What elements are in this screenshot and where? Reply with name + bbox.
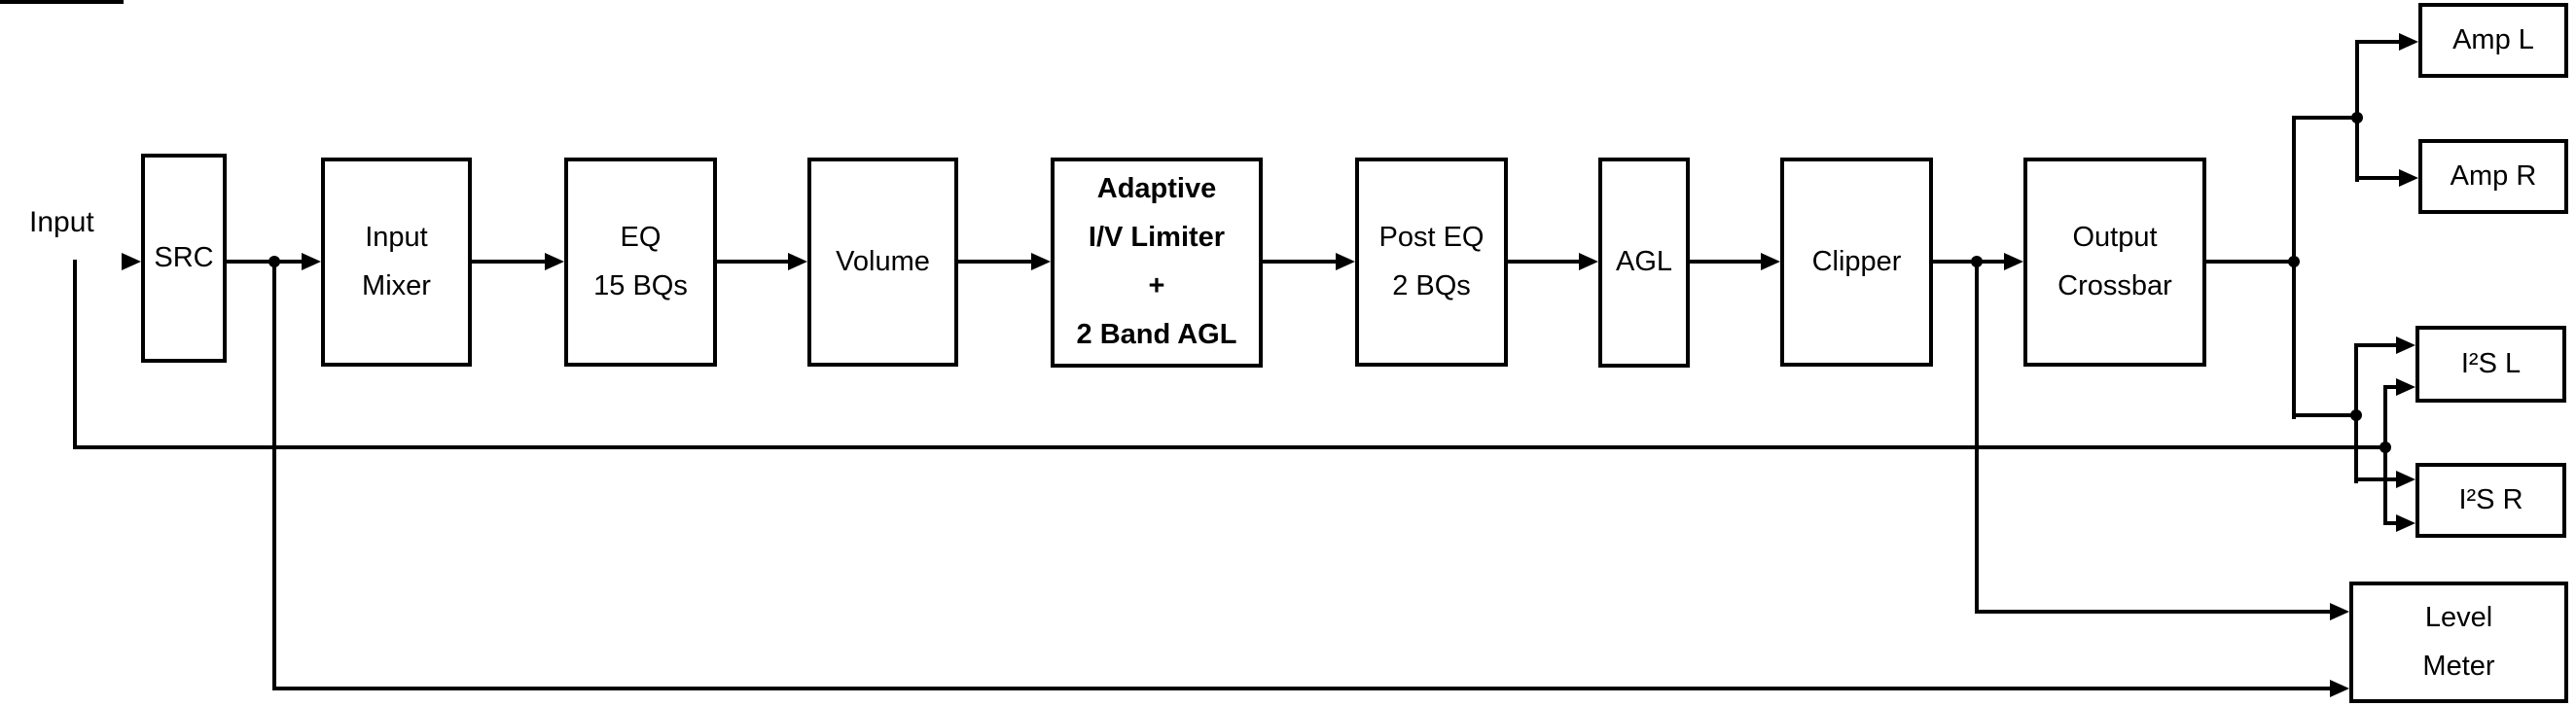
arrowhead-into-eq bbox=[545, 253, 564, 270]
node-i2s-l-label: I²S L bbox=[2460, 347, 2522, 379]
node-input-mixer: Input Mixer bbox=[321, 158, 472, 367]
node-eq-15bqs: EQ 15 BQs bbox=[564, 158, 717, 367]
connector-posteq-to-agl bbox=[1508, 260, 1581, 264]
connector-i2s-split bbox=[2354, 343, 2358, 483]
node-clipper: Clipper bbox=[1780, 158, 1933, 367]
node-clipper-label: Clipper bbox=[1811, 245, 1902, 277]
node-adaptive-limiter: Adaptive I/V Limiter + 2 Band AGL bbox=[1051, 158, 1263, 368]
node-amp-r: Amp R bbox=[2418, 139, 2568, 214]
connector-volume-to-limiter bbox=[958, 260, 1033, 264]
node-adaptive-limiter-label: Adaptive I/V Limiter + 2 Band AGL bbox=[1076, 173, 1237, 350]
connector-amp-split bbox=[2355, 40, 2359, 182]
arrowhead-src-into-meter bbox=[2330, 680, 2349, 697]
connector-clipper-meter-drop bbox=[1975, 260, 1979, 614]
node-i2s-r-label: I²S R bbox=[2458, 483, 2523, 515]
arrowhead-into-i2s-r bbox=[2396, 471, 2415, 488]
arrowhead-into-amp-r bbox=[2399, 169, 2418, 187]
arrowhead-into-crossbar bbox=[2004, 253, 2023, 270]
arrowhead-into-agl bbox=[1579, 253, 1598, 270]
connector-clipper-meter-run bbox=[1975, 610, 2332, 614]
node-output-crossbar: Output Crossbar bbox=[2023, 158, 2206, 367]
arrowhead-into-limiter bbox=[1031, 253, 1051, 270]
node-volume-label: Volume bbox=[836, 245, 930, 277]
node-amp-r-label: Amp R bbox=[2450, 159, 2537, 192]
connector-src-to-mixer bbox=[227, 260, 304, 264]
connector-eq-to-volume bbox=[717, 260, 790, 264]
connector-limiter-to-posteq bbox=[1263, 260, 1338, 264]
node-src: SRC bbox=[141, 154, 227, 363]
node-i2s-r: I²S R bbox=[2415, 463, 2566, 538]
arrowhead-clipper-into-meter bbox=[2330, 603, 2349, 620]
connector-input-bypass-run bbox=[73, 445, 2387, 449]
node-agl-label: AGL bbox=[1615, 246, 1673, 278]
connector-input-bypass-drop bbox=[73, 260, 77, 449]
connector-crossbar-vertical bbox=[2292, 116, 2296, 419]
arrowhead-bypass-into-i2sr bbox=[2396, 514, 2415, 532]
connector-to-i2s-l bbox=[2354, 343, 2398, 347]
connector-to-i2s-node bbox=[2292, 413, 2358, 417]
connector-to-amp-l bbox=[2355, 40, 2401, 44]
connector-crossbar-output bbox=[2206, 260, 2296, 264]
node-src-label: SRC bbox=[154, 241, 214, 273]
node-i2s-l: I²S L bbox=[2415, 326, 2566, 403]
connector-src-meter-run bbox=[272, 687, 2332, 690]
connector-input-to-src bbox=[0, 0, 124, 4]
node-agl: AGL bbox=[1598, 158, 1690, 368]
connector-bypass-to-i2sl bbox=[2383, 385, 2396, 389]
node-post-eq-label: Post EQ 2 BQs bbox=[1378, 221, 1485, 301]
node-amp-l-label: Amp L bbox=[2452, 23, 2534, 55]
arrowhead-into-amp-l bbox=[2399, 33, 2418, 51]
arrowhead-into-i2s-l bbox=[2396, 336, 2415, 354]
arrowhead-bypass-into-i2sl bbox=[2396, 378, 2415, 396]
connector-clipper-to-crossbar bbox=[1933, 260, 2006, 264]
connector-agl-to-clipper bbox=[1690, 260, 1763, 264]
connector-to-amp-node bbox=[2292, 116, 2357, 120]
input-edge-label: Input bbox=[29, 206, 94, 238]
connector-to-amp-r bbox=[2355, 176, 2401, 180]
node-output-crossbar-label: Output Crossbar bbox=[2057, 221, 2172, 301]
connector-to-i2s-r bbox=[2354, 477, 2398, 481]
node-input-mixer-label: Input Mixer bbox=[362, 221, 431, 301]
arrowhead-into-mixer bbox=[302, 253, 321, 270]
arrowhead-into-src bbox=[122, 253, 141, 270]
node-amp-l: Amp L bbox=[2418, 3, 2568, 78]
node-volume: Volume bbox=[807, 158, 958, 367]
node-level-meter: Level Meter bbox=[2349, 582, 2568, 703]
connector-bypass-split bbox=[2383, 385, 2387, 525]
node-eq-15bqs-label: EQ 15 BQs bbox=[593, 221, 688, 301]
arrowhead-into-clipper bbox=[1761, 253, 1780, 270]
connector-mixer-to-eq bbox=[472, 260, 547, 264]
connector-bypass-to-i2sr bbox=[2383, 521, 2396, 525]
arrowhead-into-posteq bbox=[1336, 253, 1355, 270]
node-post-eq: Post EQ 2 BQs bbox=[1355, 158, 1508, 367]
arrowhead-into-volume bbox=[788, 253, 807, 270]
node-level-meter-label: Level Meter bbox=[2422, 601, 2495, 682]
connector-src-meter-drop bbox=[272, 260, 276, 690]
